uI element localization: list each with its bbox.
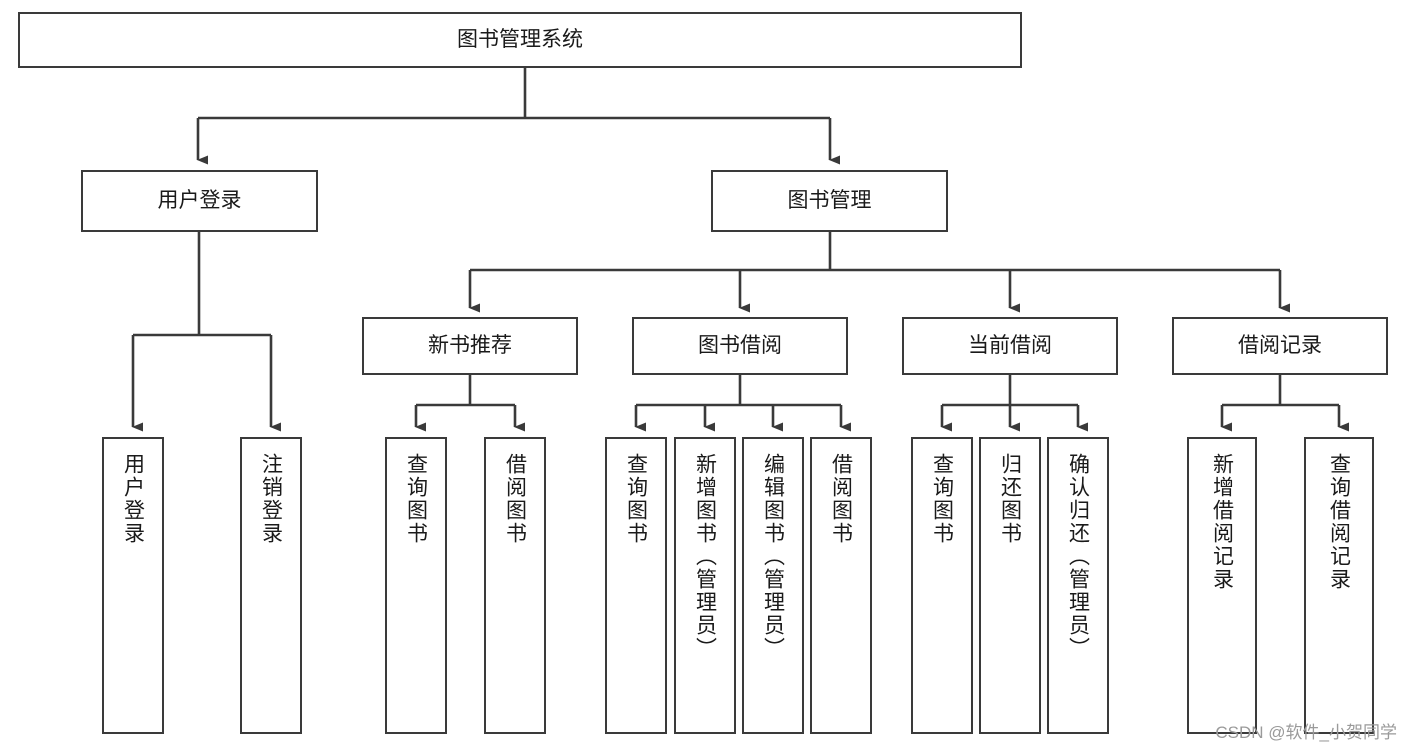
node-leaf-query-record-label: 查询借阅记录: [1327, 453, 1351, 591]
node-current-borrow[interactable]: 当前借阅: [902, 317, 1118, 375]
node-leaf-edit-book-label: 编辑图书（管理员）: [761, 453, 785, 660]
node-leaf-return-book-label: 归还图书: [998, 453, 1022, 545]
node-leaf-confirm-return[interactable]: 确认归还（管理员）: [1047, 437, 1109, 734]
node-book-borrow-label: 图书借阅: [698, 333, 782, 357]
node-leaf-add-book-label: 新增图书（管理员）: [693, 453, 717, 660]
node-leaf-query-book-2-label: 查询图书: [624, 453, 648, 545]
node-root-system-label: 图书管理系统: [457, 27, 583, 51]
node-book-manage-label: 图书管理: [787, 188, 872, 212]
node-leaf-add-record-label: 新增借阅记录: [1210, 453, 1234, 591]
node-user-login-label: 用户登录: [157, 188, 242, 212]
node-leaf-query-book-3[interactable]: 查询图书: [911, 437, 973, 734]
node-leaf-borrow-book-2-label: 借阅图书: [829, 453, 853, 545]
node-leaf-borrow-book-2[interactable]: 借阅图书: [810, 437, 872, 734]
node-leaf-borrow-book-1-label: 借阅图书: [503, 453, 527, 545]
csdn-watermark: CSDN @软件_小贺同学: [1215, 723, 1397, 742]
node-new-book-recommend-label: 新书推荐: [428, 333, 512, 357]
node-user-login[interactable]: 用户登录: [81, 170, 318, 232]
node-leaf-borrow-book-1[interactable]: 借阅图书: [484, 437, 546, 734]
node-leaf-add-record[interactable]: 新增借阅记录: [1187, 437, 1257, 734]
node-leaf-query-book-3-label: 查询图书: [930, 453, 954, 545]
node-borrow-record[interactable]: 借阅记录: [1172, 317, 1388, 375]
node-leaf-return-book[interactable]: 归还图书: [979, 437, 1041, 734]
node-leaf-user-login[interactable]: 用户登录: [102, 437, 164, 734]
node-leaf-user-login-label: 用户登录: [121, 453, 145, 545]
node-leaf-query-book-1-label: 查询图书: [404, 453, 428, 545]
node-leaf-confirm-return-label: 确认归还（管理员）: [1066, 453, 1090, 660]
node-book-manage[interactable]: 图书管理: [711, 170, 948, 232]
node-root-system[interactable]: 图书管理系统: [18, 12, 1022, 68]
node-leaf-logout-login-label: 注销登录: [259, 453, 283, 545]
node-leaf-query-book-1[interactable]: 查询图书: [385, 437, 447, 734]
node-leaf-edit-book[interactable]: 编辑图书（管理员）: [742, 437, 804, 734]
node-leaf-add-book[interactable]: 新增图书（管理员）: [674, 437, 736, 734]
node-leaf-logout-login[interactable]: 注销登录: [240, 437, 302, 734]
node-book-borrow[interactable]: 图书借阅: [632, 317, 848, 375]
node-new-book-recommend[interactable]: 新书推荐: [362, 317, 578, 375]
node-leaf-query-book-2[interactable]: 查询图书: [605, 437, 667, 734]
node-borrow-record-label: 借阅记录: [1238, 333, 1322, 357]
node-leaf-query-record[interactable]: 查询借阅记录: [1304, 437, 1374, 734]
node-current-borrow-label: 当前借阅: [968, 333, 1052, 357]
